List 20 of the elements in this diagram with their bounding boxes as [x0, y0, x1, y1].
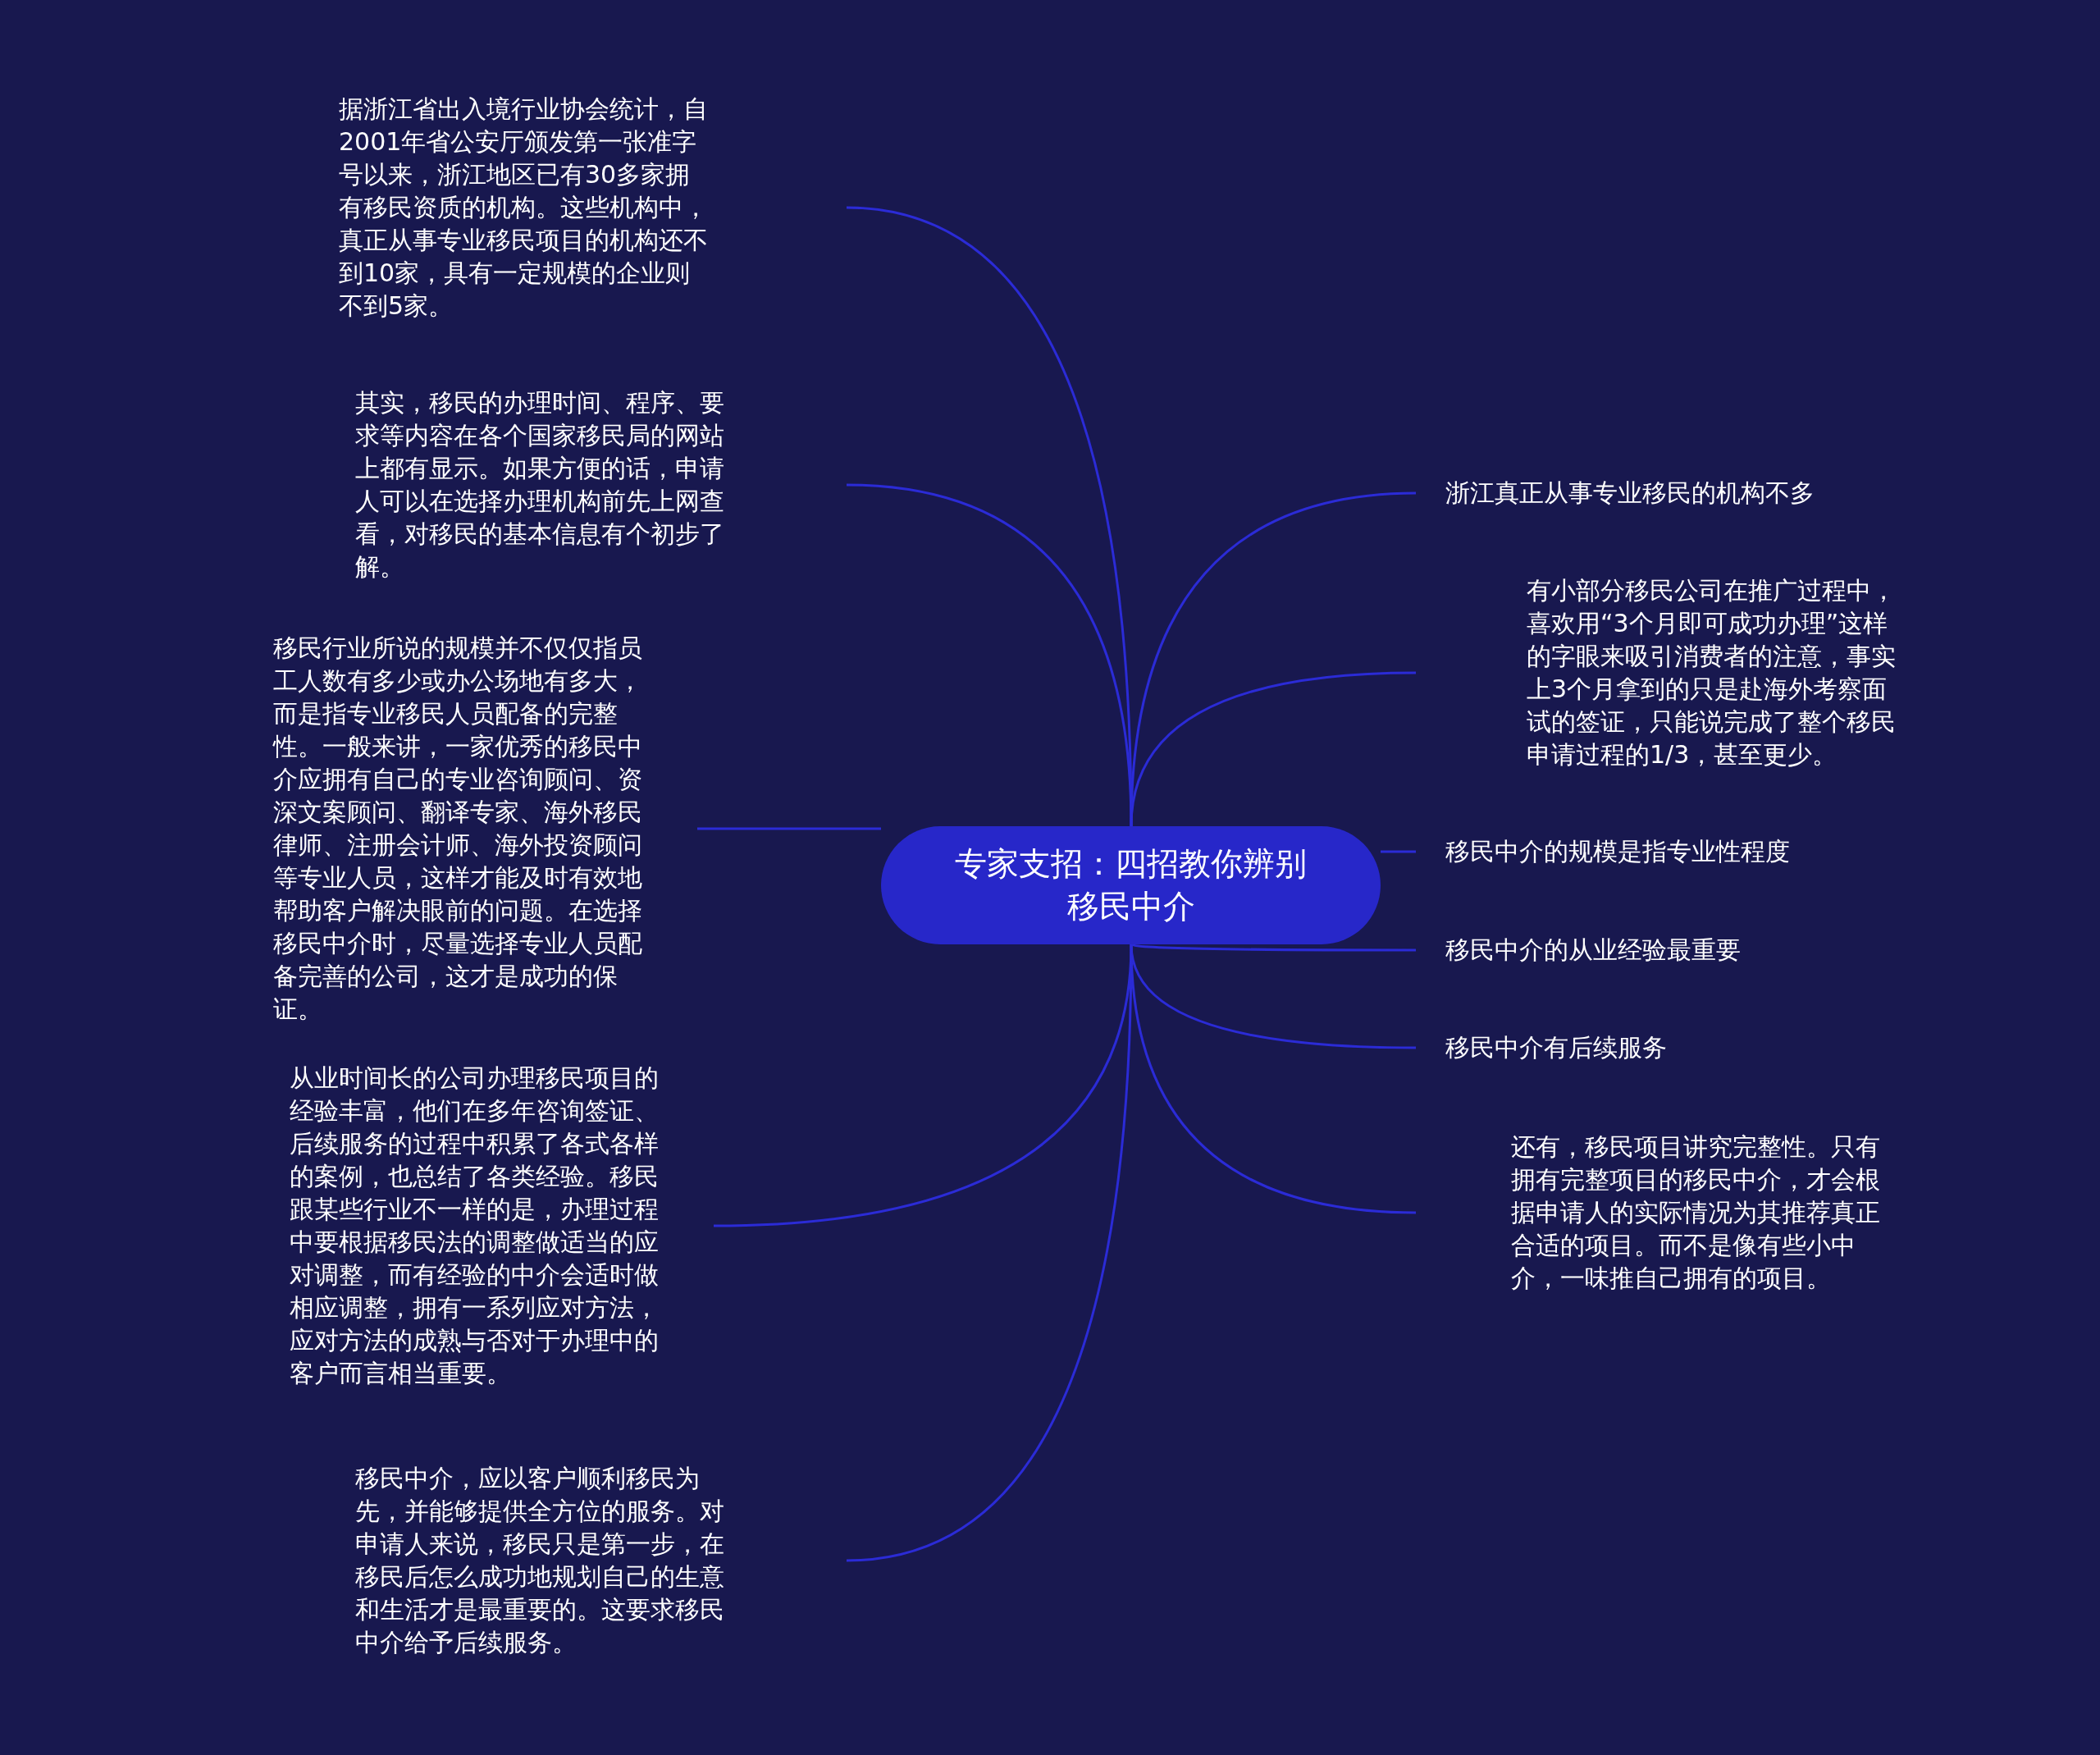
note-text: 据浙江省出入境行业协会统计，自2001年省公安厅颁发第一张准字号以来，浙江地区已有30多家拥有移民资质的机构。这些机构中，真正从事专业移民项目的机构还不到10家，具有一定规模的企业则不到5家。 [339, 93, 847, 322]
connector-line [1130, 944, 1417, 1214]
connector-line [1381, 850, 1416, 853]
branch-topic: 移民中介有后续服务 [1416, 1031, 1667, 1064]
note-text: 还有，移民项目讲究完整性。只有拥有完整项目的移民中介，才会根据申请人的实际情况为其推荐真正合适的项目。而不是像有些小中介，一味推自己拥有的项目。 [1416, 1131, 1887, 1295]
note-text: 移民中介，应以客户顺利移民为先，并能够提供全方位的服务。对申请人来说，移民只是第一步，在移民后怎么成功地规划自己的生意和生活才是最重要的。这要求移民中介给予后续服务。 [355, 1462, 847, 1659]
note-text: 有小部分移民公司在推广过程中，喜欢用“3个月即可成功办理”这样的字眼来吸引消费者的注意，事实上3个月拿到的只是赴海外考察面试的签证，只能说完成了整个移民申请过程的1/3，甚至更少。 [1416, 574, 1902, 771]
note-text: 从业时间长的公司办理移民项目的经验丰富，他们在多年咨询签证、后续服务的过程中积累了各式各样的案例，也总结了各类经验。移民跟某些行业不一样的是，办理过程中要根据移民法的调整做适当的应对调整，而有经验的中介会适时做相应调整，拥有一系列应对方法，应对方法的成熟与否对于办理中的客户而言相当重要。 [290, 1062, 714, 1390]
connector-line [1130, 671, 1417, 827]
branch-topic: 浙江真正从事专业移民的机构不多 [1416, 477, 1815, 510]
note-text: 其实，移民的办理时间、程序、要求等内容在各个国家移民局的网站上都有显示。如果方便的话，申请人可以在选择办理机构前先上网查看，对移民的基本信息有个初步了解。 [355, 386, 847, 583]
central-topic: 专家支招：四招教你辨别移民中介 [881, 826, 1381, 944]
connector-line [1130, 943, 1416, 952]
connector-line [846, 483, 1133, 827]
connector-line [697, 827, 881, 830]
branch-topic: 移民中介的规模是指专业性程度 [1416, 835, 1790, 868]
note-text: 移民行业所说的规模并不仅仅指员工人数有多少或办公场地有多大，而是指专业移民人员配备的完整性。一般来讲，一家优秀的移民中介应拥有自己的专业咨询顾问、资深文案顾问、翻译专家、海外移民律师、注册会计师、海外投资顾问等专业人员，这样才能及时有效地帮助客户解决眼前的问题。在选择移民中介时，尽量选择专业人员配备完善的公司，这才是成功的保证。 [273, 632, 697, 1026]
connector-line [1130, 491, 1417, 827]
branch-topic: 移民中介的从业经验最重要 [1416, 934, 1741, 967]
connector-line [846, 944, 1133, 1562]
